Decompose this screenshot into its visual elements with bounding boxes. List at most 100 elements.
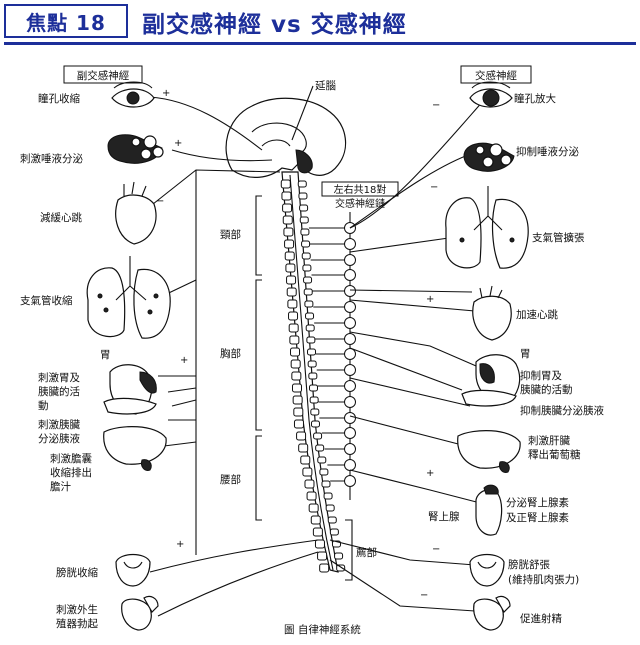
vertebra [329, 528, 339, 536]
ganglion [344, 475, 356, 487]
right-liver-line1: 刺激肝臟 [528, 434, 570, 447]
left-bronchi-label: 支氣管收縮 [20, 294, 73, 307]
vertebra [288, 323, 299, 333]
region-chest: 胸部 [220, 347, 241, 360]
vertebra [291, 371, 302, 381]
left-lungs [86, 256, 171, 339]
left-title-box [63, 65, 143, 84]
right-pupil-label: 瞳孔放大 [514, 92, 556, 105]
left-stomach-label: 胃 [100, 349, 111, 361]
ganglion [344, 285, 356, 297]
left-liver [103, 426, 167, 471]
svg-text:+: + [162, 88, 170, 99]
vertebrae [280, 179, 346, 573]
ganglion [344, 427, 356, 439]
right-title-box [460, 65, 532, 84]
ganglion [344, 238, 356, 250]
vertebra [317, 551, 328, 561]
left-minus-marker: − [156, 196, 164, 207]
svg-text:−: − [420, 590, 428, 601]
sympathetic-nerves [329, 99, 491, 613]
vertebra [319, 468, 329, 476]
left-bladder [115, 553, 151, 587]
left-pancreas-line1: 刺激胰臟 [38, 418, 80, 431]
vertebra [313, 432, 323, 440]
chain-label-box [321, 181, 399, 197]
right-liver-line2: 釋出葡萄糖 [528, 448, 581, 461]
vertebra [283, 227, 294, 237]
vertebra [300, 228, 310, 236]
vertebra [282, 203, 293, 213]
vertebra [298, 192, 308, 200]
vertebra [307, 360, 317, 368]
vertebra [308, 384, 318, 392]
vertebra [302, 467, 313, 477]
ganglion [344, 301, 356, 313]
vertebra [305, 324, 315, 332]
brain [225, 97, 347, 178]
vertebra [312, 527, 323, 537]
vertebra [308, 503, 319, 513]
left-bile-line3: 膽汁 [50, 480, 71, 493]
svg-text:−: − [430, 182, 438, 193]
vertebra [299, 216, 309, 224]
vertebra [334, 552, 344, 560]
vertebra [281, 191, 292, 201]
right-heart-label: 加速心跳 [516, 308, 558, 321]
right-adrenal-kidney [475, 484, 503, 536]
ganglion [344, 364, 356, 376]
vertebra [301, 240, 311, 248]
sympathetic-ganglia [344, 222, 356, 487]
vertebra [305, 312, 315, 320]
left-bile-line1: 刺激膽囊 [50, 452, 92, 465]
spinal-nerve-links [308, 227, 345, 482]
ganglion [344, 459, 356, 471]
right-heart [472, 285, 512, 341]
vertebra [303, 288, 313, 296]
right-digest-line1: 抑制胃及 [520, 369, 562, 382]
vertebra [290, 347, 301, 357]
figure-title: 副交感神經 vs 交感神經 [142, 12, 407, 38]
right-plus-markers: + + [426, 294, 434, 479]
left-stomach-pancreas [103, 364, 157, 415]
left-bile-line2: 收縮排出 [50, 466, 92, 479]
chain-label-line2: 交感神經鏈 [335, 197, 385, 210]
ganglion [344, 412, 356, 424]
right-bladder-line2: (維持肌肉張力) [508, 573, 579, 586]
vertebra [284, 251, 295, 261]
left-digest-line3: 動 [38, 399, 49, 412]
vertebra [284, 239, 295, 249]
vertebra [309, 396, 319, 404]
left-genital-line2: 殖器勃起 [56, 617, 98, 630]
vertebra [319, 563, 330, 573]
vertebra [297, 180, 307, 188]
vertebra [325, 504, 335, 512]
medulla-label: 延腦 [315, 79, 336, 92]
left-eye [111, 81, 155, 108]
vertebra [296, 431, 307, 441]
ganglion [344, 254, 356, 266]
left-plus-markers: + + + + [162, 88, 188, 550]
left-saliva-label: 刺激唾液分泌 [20, 152, 83, 165]
right-adrenal-line1: 分泌腎上腺素 [506, 496, 569, 509]
vertebra [285, 263, 296, 273]
vertebra [290, 359, 301, 369]
left-pancreas-line2: 分泌胰液 [38, 432, 80, 445]
right-lungs [445, 186, 529, 269]
vertebra [310, 408, 320, 416]
region-brackets [255, 195, 353, 581]
ganglion [344, 380, 356, 392]
vertebra [293, 419, 304, 429]
svg-text:+: + [426, 468, 434, 479]
vertebra [289, 335, 300, 345]
vertebra [286, 287, 297, 297]
header-rule [4, 42, 636, 45]
right-saliva-label: 抑制唾液分泌 [516, 145, 579, 158]
vertebra [308, 372, 318, 380]
right-stomach-pancreas [461, 354, 521, 407]
left-heart [115, 181, 157, 245]
vertebra [293, 407, 304, 417]
vertebra [306, 336, 316, 344]
left-bladder-label: 膀胱收縮 [56, 566, 98, 579]
right-adrenal-name: 腎上腺 [428, 510, 460, 523]
